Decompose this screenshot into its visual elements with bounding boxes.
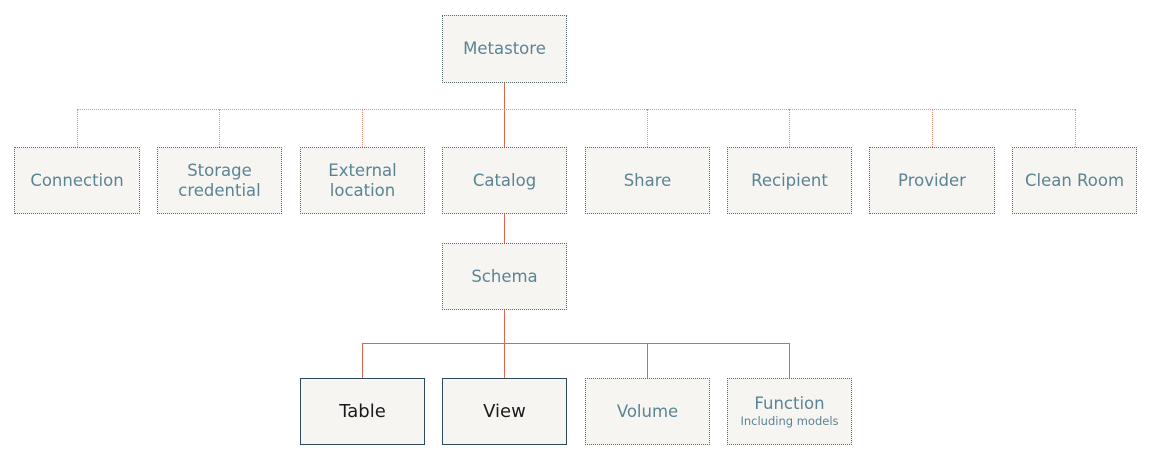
function-sublabel: Including models bbox=[740, 414, 839, 428]
volume-node: Volume bbox=[585, 378, 710, 445]
connection-connector bbox=[77, 109, 78, 147]
provider-node: Provider bbox=[869, 147, 995, 214]
provider-connector bbox=[932, 109, 933, 147]
metastore-node: Metastore bbox=[442, 15, 567, 83]
share-connector bbox=[647, 109, 648, 147]
external-location-label: External location bbox=[328, 160, 397, 200]
storage-credential-node: Storage credential bbox=[157, 147, 282, 214]
metastore-branch-connector bbox=[77, 109, 1075, 110]
table-connector bbox=[362, 343, 363, 378]
table-node: Table bbox=[300, 378, 425, 445]
share-node: Share bbox=[585, 147, 710, 214]
clean-room-label: Clean Room bbox=[1024, 170, 1125, 190]
storage-credential-connector bbox=[219, 109, 220, 147]
volume-connector bbox=[647, 343, 648, 378]
function-label: Function bbox=[754, 394, 825, 413]
storage-credential-label: Storage credential bbox=[178, 160, 261, 200]
schema-down-connector bbox=[504, 310, 505, 378]
catalog-to-schema-connector bbox=[504, 214, 505, 243]
connection-label: Connection bbox=[30, 170, 124, 190]
view-node: View bbox=[442, 378, 567, 445]
view-label: View bbox=[483, 400, 526, 422]
schema-branch-connector bbox=[362, 343, 790, 344]
provider-label: Provider bbox=[898, 170, 966, 190]
function-connector bbox=[789, 343, 790, 378]
recipient-label: Recipient bbox=[751, 170, 828, 190]
share-label: Share bbox=[623, 170, 672, 190]
catalog-node: Catalog bbox=[442, 147, 567, 214]
connection-node: Connection bbox=[14, 147, 140, 214]
recipient-connector bbox=[789, 109, 790, 147]
table-label: Table bbox=[339, 400, 386, 422]
schema-node: Schema bbox=[442, 243, 567, 310]
metastore-label: Metastore bbox=[463, 39, 546, 58]
schema-label: Schema bbox=[471, 266, 538, 286]
clean-room-node: Clean Room bbox=[1012, 147, 1137, 214]
clean-room-connector bbox=[1075, 109, 1076, 147]
function-node: Function Including models bbox=[727, 378, 852, 445]
volume-label: Volume bbox=[616, 401, 679, 421]
recipient-node: Recipient bbox=[727, 147, 852, 214]
metastore-to-catalog-connector bbox=[504, 83, 505, 147]
catalog-label: Catalog bbox=[472, 170, 537, 190]
external-location-node: External location bbox=[300, 147, 425, 214]
external-location-connector bbox=[362, 109, 363, 147]
